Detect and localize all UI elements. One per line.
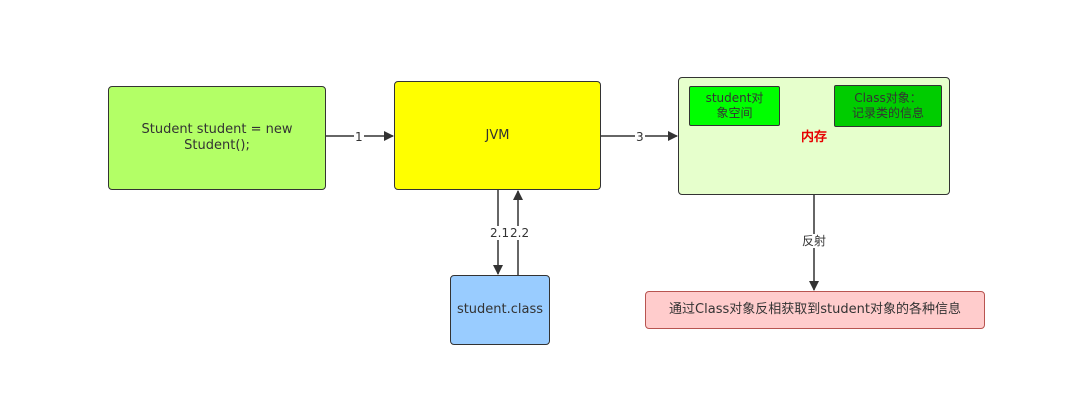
- code-statement-node: Student student = new Student();: [108, 86, 326, 190]
- edge-label-1: 1: [354, 130, 364, 144]
- student-object-label-line2: 象空间: [716, 106, 753, 120]
- reflection-result-node: 通过Class对象反相获取到student对象的各种信息: [645, 291, 985, 329]
- edge-label-reflection: 反射: [801, 234, 828, 248]
- memory-node: student对 象空间 Class对象： 记录类的信息 内存: [678, 77, 950, 195]
- edge-label-2-1: 2.1: [489, 226, 511, 240]
- reflection-result-label: 通过Class对象反相获取到student对象的各种信息: [669, 302, 961, 317]
- student-object-label-line1: student对: [705, 91, 764, 105]
- jvm-label: JVM: [485, 127, 510, 143]
- memory-label: 内存: [800, 130, 827, 145]
- class-object-label-line1: Class对象：: [854, 91, 922, 105]
- jvm-node: JVM: [394, 81, 601, 190]
- student-object-node: student对 象空间: [689, 86, 780, 126]
- code-statement-label: Student student = new Student();: [141, 122, 293, 153]
- class-object-label-line2: 记录类的信息: [851, 106, 924, 120]
- class-file-node: student.class: [450, 275, 550, 345]
- class-object-node: Class对象： 记录类的信息: [834, 85, 942, 127]
- class-file-label: student.class: [456, 302, 544, 317]
- edge-label-3: 3: [635, 130, 645, 144]
- edge-label-2-2: 2.2: [509, 226, 531, 240]
